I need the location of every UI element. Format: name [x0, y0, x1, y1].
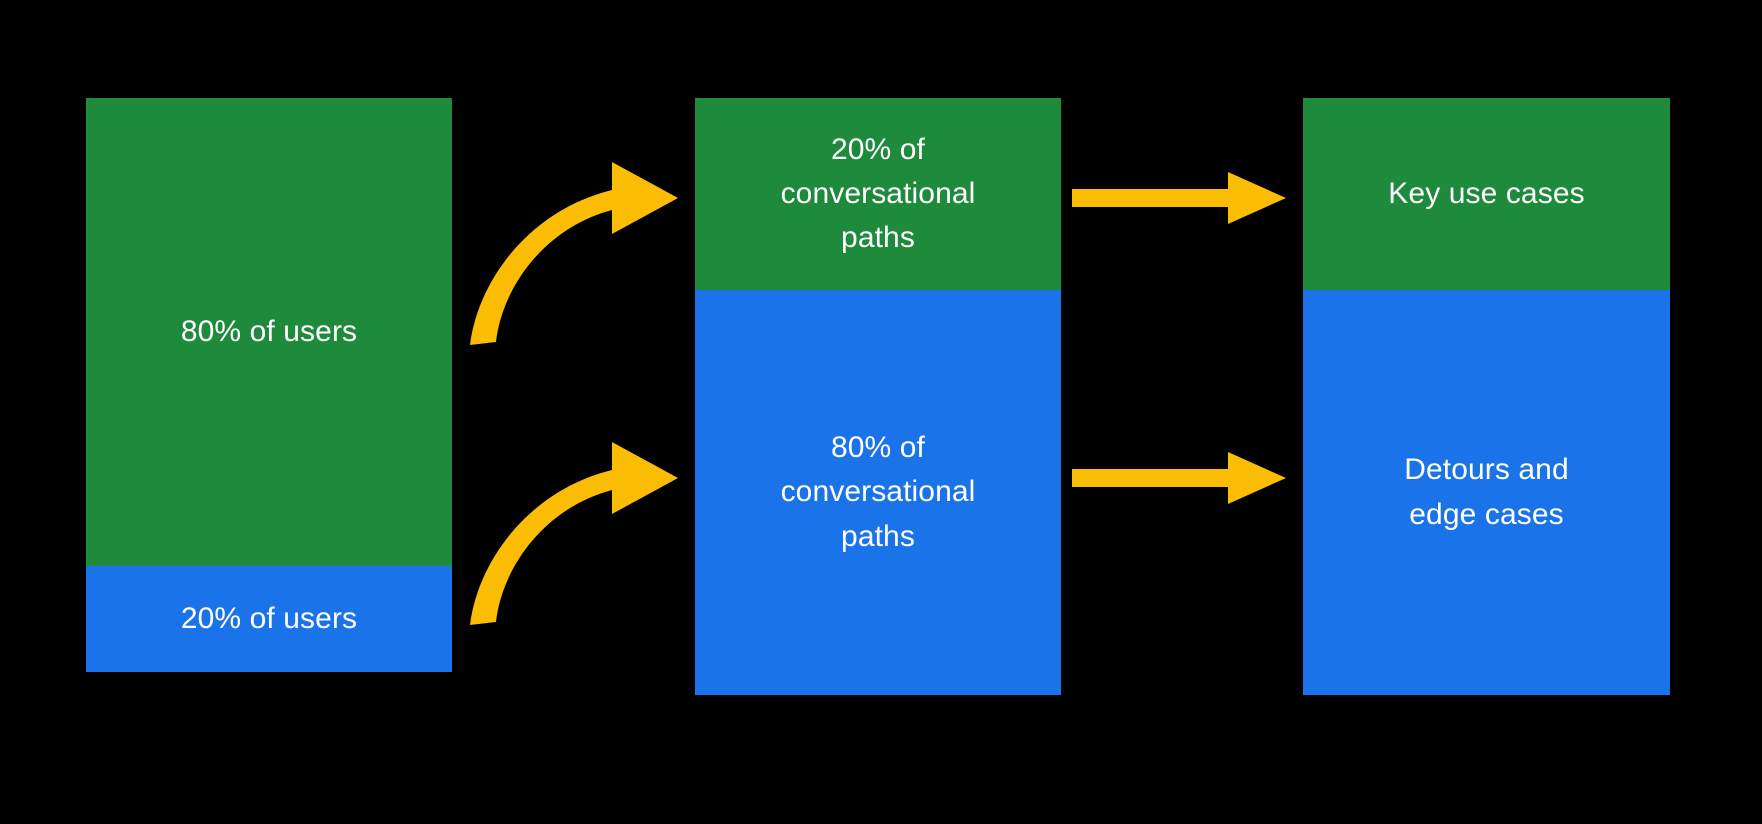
column-conversational-paths: 20% of conversational paths 80% of conve…	[695, 98, 1061, 695]
segment-label: 80% of users	[180, 314, 358, 348]
segment-label: 20% of conversational paths	[780, 132, 976, 255]
segment-label: Key use cases	[1388, 176, 1585, 210]
segment-detours-edge-cases: Detours and edge cases	[1303, 290, 1670, 695]
segment-20-percent-users: 20% of users	[86, 566, 452, 672]
segment-20-percent-paths: 20% of conversational paths	[695, 98, 1061, 290]
column-users: 80% of users 20% of users	[86, 98, 452, 672]
column-outcomes: Key use cases Detours and edge cases	[1303, 98, 1670, 695]
segment-label: 80% of conversational paths	[780, 431, 976, 553]
segment-80-percent-users: 80% of users	[86, 98, 452, 566]
segment-label: 20% of users	[180, 601, 358, 635]
curved-arrow-up-icon	[470, 162, 678, 345]
segment-key-use-cases: Key use cases	[1303, 98, 1670, 290]
segment-80-percent-paths: 80% of conversational paths	[695, 290, 1061, 695]
right-arrow-icon	[1072, 452, 1286, 504]
right-arrow-icon	[1072, 172, 1286, 224]
curved-arrow-up-icon	[470, 442, 678, 625]
segment-label: Detours and edge cases	[1404, 453, 1569, 531]
